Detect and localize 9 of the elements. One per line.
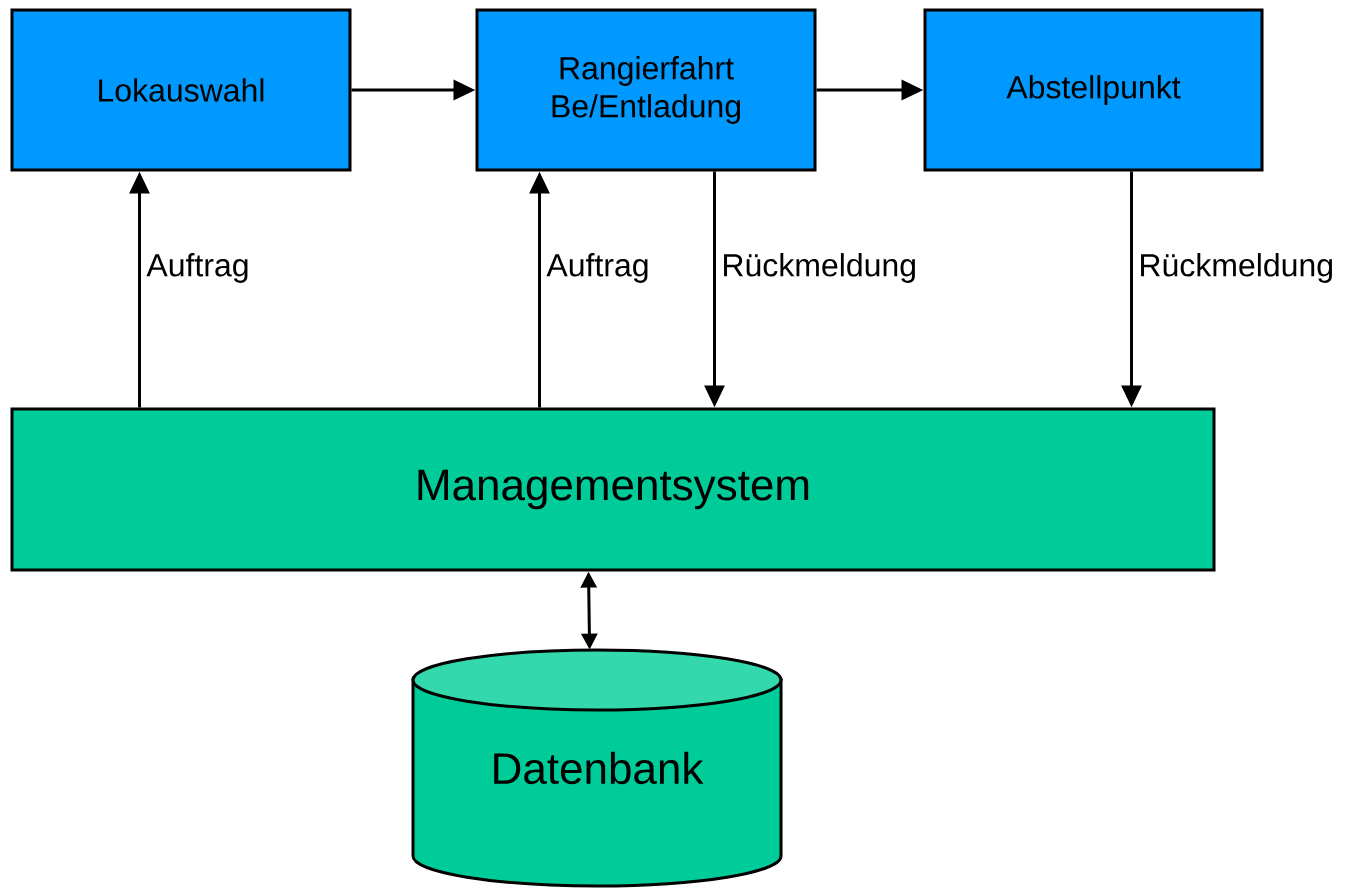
edge-label: Auftrag [544,251,652,285]
process-box: Lokauswahl [10,8,352,172]
database-cylinder: Datenbank [411,648,783,888]
edge-label: Rückmeldung [719,251,920,285]
system-box: Managementsystem [10,407,1216,572]
edge-label: Rückmeldung [1136,251,1337,285]
edge-label: Auftrag [144,251,252,285]
process-box: Abstellpunkt [923,8,1264,172]
process-box: Rangierfahrt Be/Entladung [475,8,817,172]
